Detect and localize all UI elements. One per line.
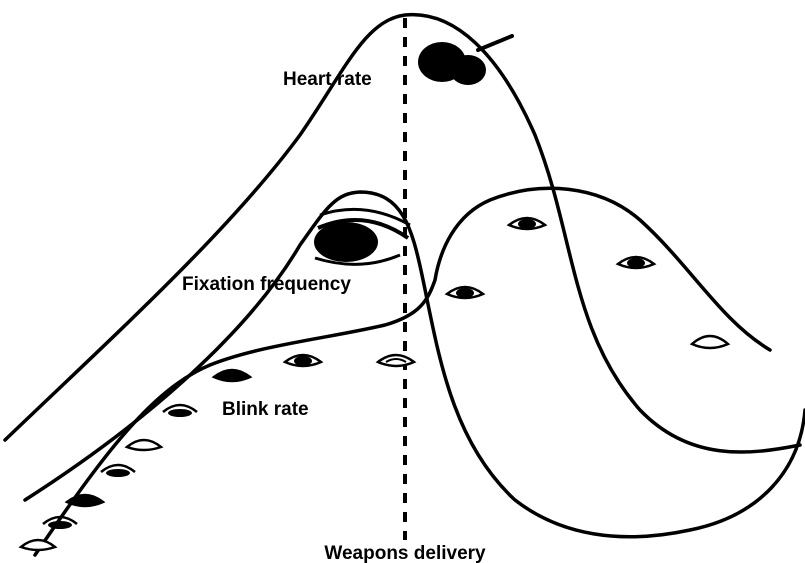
closed-eye-icon <box>692 336 728 348</box>
closed-eye-icon <box>127 440 161 450</box>
heart-rate-label: Heart rate <box>283 69 372 90</box>
blink-rate-label: Blink rate <box>222 399 309 420</box>
fixation-frequency-curve <box>25 192 805 537</box>
closed-eye-icon <box>163 405 197 417</box>
open-eye-icon <box>214 370 250 381</box>
open-eye-icon <box>67 495 103 506</box>
heart-icon <box>418 36 512 85</box>
open-eye-icon <box>509 218 545 229</box>
open-eye-icon <box>285 355 321 366</box>
blink-rate-curve <box>35 188 770 555</box>
open-eye-icon <box>447 287 483 298</box>
eye-icon <box>314 209 410 264</box>
fixation-frequency-label: Fixation frequency <box>182 274 351 295</box>
open-eye-icon <box>378 355 414 366</box>
weapons-delivery-label: Weapons delivery <box>324 543 486 563</box>
open-eye-icon <box>618 257 654 268</box>
closed-eye-icon <box>21 540 55 550</box>
closed-eye-icon <box>101 465 135 477</box>
